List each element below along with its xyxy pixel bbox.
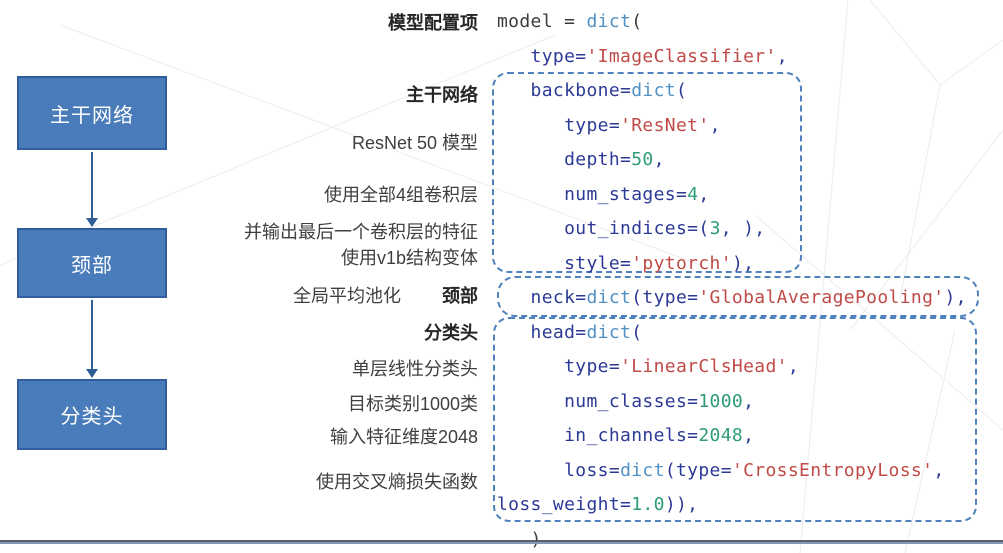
code-token: dict [586,321,632,343]
code-line: style='pytorch'), [497,247,1003,282]
code-token: ( [631,11,643,32]
code-token: ( [631,321,643,343]
code-line: out_indices=(3, ), [497,212,1003,247]
code-token: 2048 [698,425,744,446]
code-line: model = dict( [497,5,1003,40]
code-token: out_indices=( [497,218,710,239]
note-single-linear-head: 单层线性分类头 [352,359,478,379]
code-token: dict [586,287,632,308]
code-token: 'GlobalAveragePooling' [698,287,945,308]
code-line: type='LinearClsHead', [497,350,1003,385]
code-token: 'ResNet' [620,114,710,136]
code-token: , [698,183,710,205]
code-line: type='ImageClassifier', [497,40,1003,75]
code-token: , [743,425,755,446]
code-token: ( [676,80,688,101]
code-token: ), [944,287,967,308]
code-token: ) [497,528,542,550]
code-token: dict [586,11,632,32]
code-token: 'CrossEntropyLoss' [731,459,934,481]
code-token: in_channels= [497,425,699,446]
arrow-backbone-to-neck [91,152,93,218]
code-token: depth= [497,149,632,170]
code-token: type= [497,45,587,67]
code-line: neck=dict(type='GlobalAveragePooling'), [497,281,1003,316]
note-four-conv-groups: 使用全部4组卷积层 [323,185,478,205]
label-neck-section: 颈部 [442,286,478,306]
code-token: backbone= [497,80,632,101]
code-line: num_classes=1000, [497,385,1003,420]
code-token: (type= [664,459,732,481]
code-token: head= [497,321,587,343]
note-global-avg-pool: 全局平均池化 颈部 [293,286,478,307]
code-block: model = dict( type='ImageClassifier', ba… [497,5,1003,553]
arrow-neck-to-head [91,300,93,369]
note-1000-classes: 目标类别1000类 [347,394,478,414]
code-token: 1000 [698,390,744,412]
slide-bottom-rule-dark [0,540,1003,542]
label-backbone-section: 主干网络 [406,85,478,105]
flow-box-neck-label: 颈部 [71,254,113,277]
code-token: , [933,459,945,481]
flow-box-cls-head: 分类头 [17,379,167,450]
code-token: , ), [720,218,766,239]
code-token: , [709,114,721,136]
code-token: neck= [497,287,587,308]
code-token: num_classes= [497,390,699,412]
code-token: dict [620,459,665,481]
arrowhead-backbone-to-neck [86,218,98,227]
code-token: loss= [497,459,621,481]
code-line: type='ResNet', [497,109,1003,144]
note-cross-entropy: 使用交叉熵损失函数 [316,472,478,492]
note-resnet50: ResNet 50 模型 [351,133,478,153]
code-line: in_channels=2048, [497,419,1003,454]
dashed-outline-neck [497,276,979,317]
note-output-last-feature: 并输出最后一个卷积层的特征 [244,222,478,242]
code-token: 3 [709,218,721,239]
code-token: , [653,149,665,170]
code-token: style= [497,252,632,274]
code-token: 1.0 [631,494,665,515]
code-line: backbone=dict( [497,74,1003,109]
code-token: , [743,390,755,412]
note-global-avg-pool-text: 全局平均池化 [293,286,401,306]
code-line: ) [497,523,1003,553]
code-line: depth=50, [497,143,1003,178]
slide-bottom-rule-blue [0,542,1003,544]
code-token: 'pytorch' [631,252,732,274]
code-token: 'ImageClassifier' [586,45,777,67]
code-token: (type= [631,287,699,308]
code-token: 4 [687,183,699,205]
dashed-outline-backbone [492,72,802,273]
code-token: dict [631,80,676,101]
code-token: , [787,356,800,377]
code-token: model = [497,11,587,32]
code-token: type= [497,356,621,377]
code-token: 'LinearClsHead' [620,356,788,377]
code-token: ), [731,252,755,274]
code-token: )), [664,494,699,515]
label-head-section: 分类头 [424,323,478,343]
code-token: loss_weight= [497,494,632,515]
code-token: num_stages= [497,183,688,205]
flow-box-backbone: 主干网络 [17,76,167,150]
note-2048-channels: 输入特征维度2048 [329,427,478,447]
flow-box-backbone-label: 主干网络 [50,104,134,127]
code-line: num_stages=4, [497,178,1003,213]
code-token: 50 [631,149,654,170]
flow-box-neck: 颈部 [17,228,167,298]
flow-box-cls-head-label: 分类头 [60,406,124,428]
annotation-column: 模型配置项 主干网络 ResNet 50 模型 使用全部4组卷积层 并输出最后一… [8,0,478,553]
code-line: loss=dict(type='CrossEntropyLoss', [497,454,1003,489]
note-v1b-variant: 使用v1b结构变体 [340,248,478,268]
code-line: loss_weight=1.0)), [497,488,1003,523]
code-line: head=dict( [497,316,1003,351]
dashed-outline-head [493,317,977,522]
code-token: type= [497,114,621,136]
arrowhead-neck-to-head [86,369,98,378]
code-token: , [776,45,788,67]
label-model-config-title: 模型配置项 [388,13,478,33]
